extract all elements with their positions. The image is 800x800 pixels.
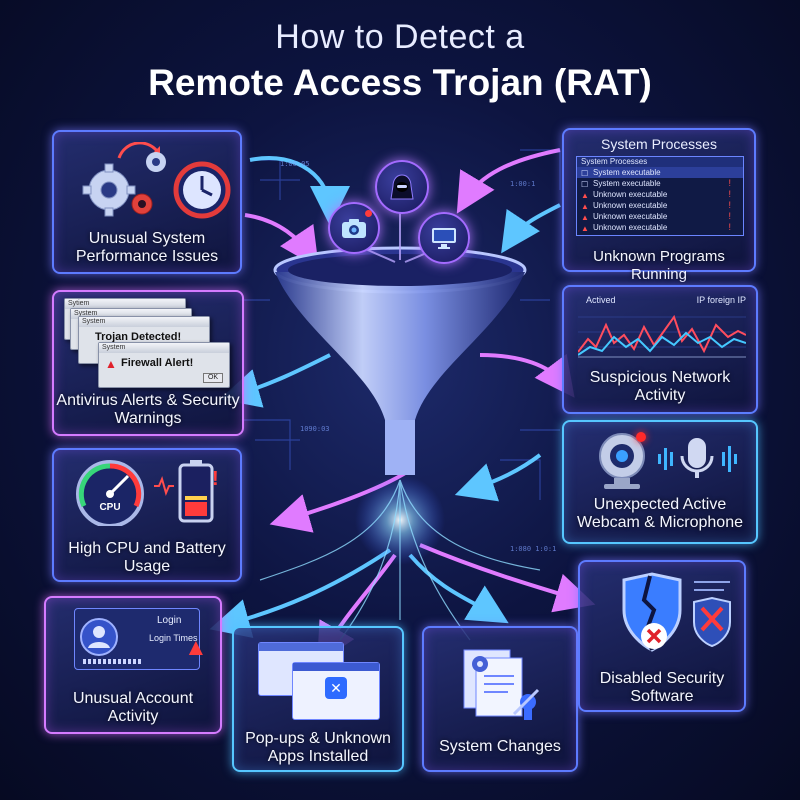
card-changes-label: System Changes	[439, 738, 561, 755]
battery-icon	[178, 460, 214, 523]
warning-icon: ▲	[581, 202, 589, 211]
checkbox-icon: ☐	[581, 180, 589, 189]
card-security: Disabled Security Software	[578, 560, 746, 712]
process-name: Unknown executable	[593, 212, 668, 221]
ok-button[interactable]: OK	[203, 373, 223, 383]
alert-window-firewall: System ▲ Firewall Alert! OK	[98, 342, 230, 388]
cpu-gauge-label: CPU	[99, 502, 121, 513]
process-name: System executable	[593, 179, 661, 188]
funnel	[259, 246, 541, 641]
title-line-1: How to Detect a	[275, 18, 525, 56]
warning-icon: ▲	[581, 224, 589, 233]
card-antivirus: Sytiem System System Trojan Detected! OK…	[52, 290, 244, 436]
card-account-label: Unusual Account Activity	[72, 690, 194, 725]
warning-icon: ▲	[581, 191, 589, 200]
process-row[interactable]: ☐ System executable!	[577, 178, 743, 189]
process-flag: !	[728, 178, 731, 188]
network-graph	[578, 314, 746, 358]
popup-window-front: ✕	[292, 662, 380, 720]
network-legend-right: IP foreign IP	[696, 295, 746, 305]
user-avatar-icon	[80, 618, 118, 656]
card-cpu-label: High CPU and Battery Usage	[68, 540, 226, 575]
process-list: System Processes ☐ System executable ☐ Syst…	[576, 156, 744, 236]
warning-icon: ▲	[581, 213, 589, 222]
process-name: Unknown executable	[593, 223, 668, 232]
title-line-2: Remote Access Trojan (RAT)	[148, 62, 652, 103]
process-name: Unknown executable	[593, 201, 668, 210]
card-cpu: CPU ! High CPU and Battery Usage	[52, 448, 242, 582]
card-antivirus-label: Antivirus Alerts & Security Warnings	[56, 392, 240, 427]
card-account: Login Login Times ▲ Unusual Account Acti…	[44, 596, 222, 734]
app-install-icon: ✕	[325, 677, 347, 699]
process-name: Unknown executable	[593, 190, 668, 199]
process-flag: !	[728, 200, 731, 210]
checkbox-icon: ☐	[581, 169, 589, 178]
gears-icon	[82, 142, 166, 217]
process-list-header: System Processes	[577, 157, 743, 167]
card-performance-label: Unusual System Performance Issues	[75, 230, 219, 265]
warning-icon: ▲	[105, 357, 117, 371]
card-popups: ✕ Pop-ups & Unknown Apps Installed	[232, 626, 404, 772]
card-popups-label: Pop-ups & Unknown Apps Installed	[245, 730, 391, 765]
network-legend-left: Actived	[586, 295, 616, 305]
card-network-label: Suspicious Network Activity	[589, 369, 731, 404]
microphone-icon	[658, 438, 737, 478]
process-row[interactable]: ▲ Unknown executable!	[577, 222, 743, 233]
process-flag: !	[728, 211, 731, 221]
process-row[interactable]: ☐ System executable	[577, 167, 743, 178]
login-title: Login	[157, 615, 182, 626]
card-performance: Unusual System Performance Issues	[52, 130, 242, 274]
pulse-icon	[154, 476, 174, 496]
broken-shield-icon	[622, 572, 731, 652]
password-dots	[83, 659, 143, 664]
process-name: System executable	[593, 168, 661, 177]
cpu-gauge-icon	[76, 460, 144, 526]
login-times: Login Times	[149, 633, 198, 643]
card-processes-label: Unknown Programs Running	[593, 248, 725, 283]
monitor-icon	[418, 212, 470, 264]
process-row[interactable]: ▲ Unknown executable!	[577, 211, 743, 222]
login-panel: Login Login Times	[74, 608, 200, 670]
process-row[interactable]: ▲ Unknown executable!	[577, 189, 743, 200]
process-flag: !	[728, 189, 731, 199]
process-row[interactable]: ▲ Unknown executable!	[577, 200, 743, 211]
card-webcam: Unexpected Active Webcam & Microphone	[562, 420, 758, 544]
processes-panel-title: System Processes	[601, 136, 717, 152]
active-indicator	[636, 432, 646, 442]
card-security-label: Disabled Security Software	[599, 670, 725, 705]
warning-icon: ▲	[184, 634, 208, 661]
documents-icon	[463, 649, 540, 720]
hacker-icon	[375, 160, 429, 214]
battery-warning-icon: !	[212, 468, 219, 490]
card-processes: System Processes System Processes ☐ Syste…	[562, 128, 756, 283]
card-changes: System Changes	[422, 626, 578, 772]
webcam-icon	[599, 433, 645, 489]
flow-arrows	[209, 148, 596, 664]
camera-icon	[328, 202, 380, 254]
card-network: Actived IP foreign IP Suspicious Network…	[562, 285, 758, 414]
process-flag: !	[728, 222, 731, 232]
card-webcam-label: Unexpected Active Webcam & Microphone	[577, 496, 743, 531]
recording-dot	[365, 210, 372, 217]
alert-message-trojan: Trojan Detected!	[95, 331, 182, 343]
alert-message-firewall: Firewall Alert!	[121, 357, 194, 369]
clock-icon	[173, 161, 231, 219]
